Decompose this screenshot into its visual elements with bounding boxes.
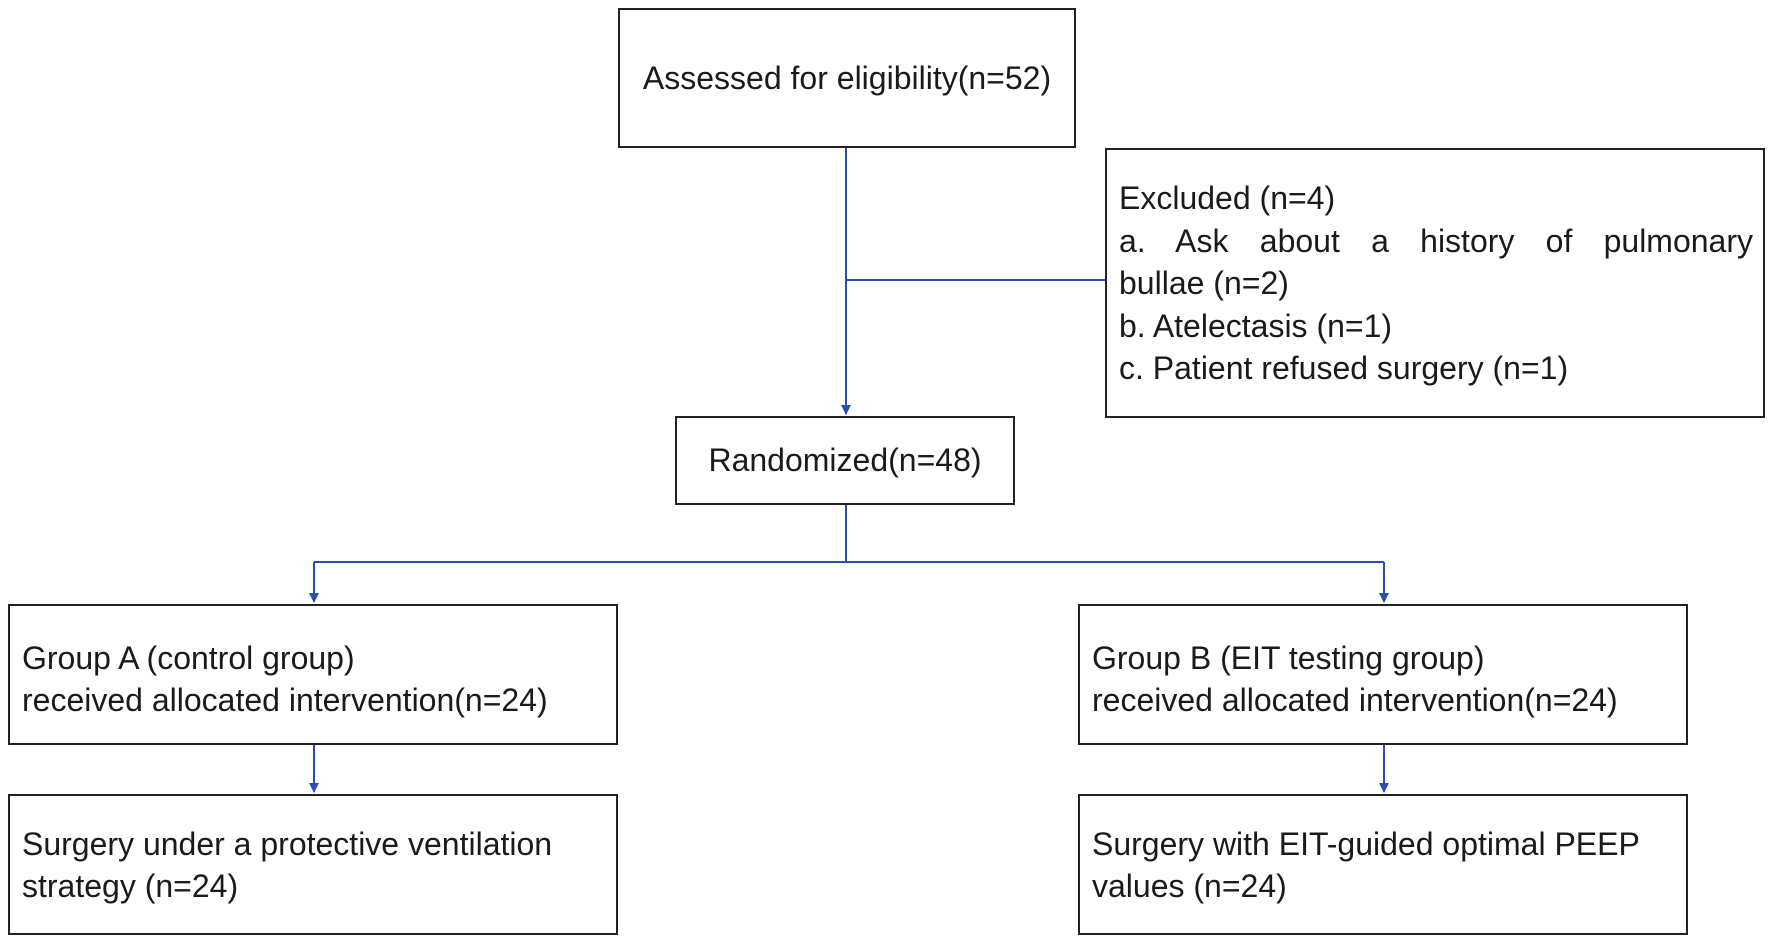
- surgery-b-box: Surgery with EIT-guided optimal PEEP val…: [1078, 794, 1688, 935]
- randomized-label: Randomized(n=48): [708, 442, 982, 478]
- excluded-title: Excluded (n=4): [1119, 180, 1336, 216]
- assessed-box: Assessed for eligibility(n=52): [618, 8, 1076, 148]
- group-a-line1: Group A (control group): [22, 640, 355, 676]
- surgery-a-line2: strategy (n=24): [22, 868, 239, 904]
- surgery-a-box: Surgery under a protective ventilation s…: [8, 794, 618, 935]
- group-a-line2: received allocated intervention(n=24): [22, 682, 548, 718]
- group-a-box: Group A (control group) received allocat…: [8, 604, 618, 745]
- surgery-b-line1: Surgery with EIT-guided optimal PEEP: [1092, 826, 1640, 862]
- surgery-b-line2: values (n=24): [1092, 868, 1287, 904]
- randomized-box: Randomized(n=48): [675, 416, 1015, 505]
- assessed-label: Assessed for eligibility(n=52): [642, 59, 1052, 96]
- surgery-a-line1: Surgery under a protective ventilation: [22, 826, 553, 862]
- excluded-item-a-line2: bullae (n=2): [1119, 265, 1289, 301]
- group-b-line1: Group B (EIT testing group): [1092, 640, 1485, 676]
- excluded-box: Excluded (n=4) a. Ask about a history of…: [1105, 148, 1765, 418]
- excluded-item-b: b. Atelectasis (n=1): [1119, 308, 1393, 344]
- group-b-box: Group B (EIT testing group) received all…: [1078, 604, 1688, 745]
- group-b-line2: received allocated intervention(n=24): [1092, 682, 1618, 718]
- excluded-item-a-line1: a. Ask about a history of pulmonary: [1119, 223, 1753, 259]
- excluded-item-c: c. Patient refused surgery (n=1): [1119, 350, 1569, 386]
